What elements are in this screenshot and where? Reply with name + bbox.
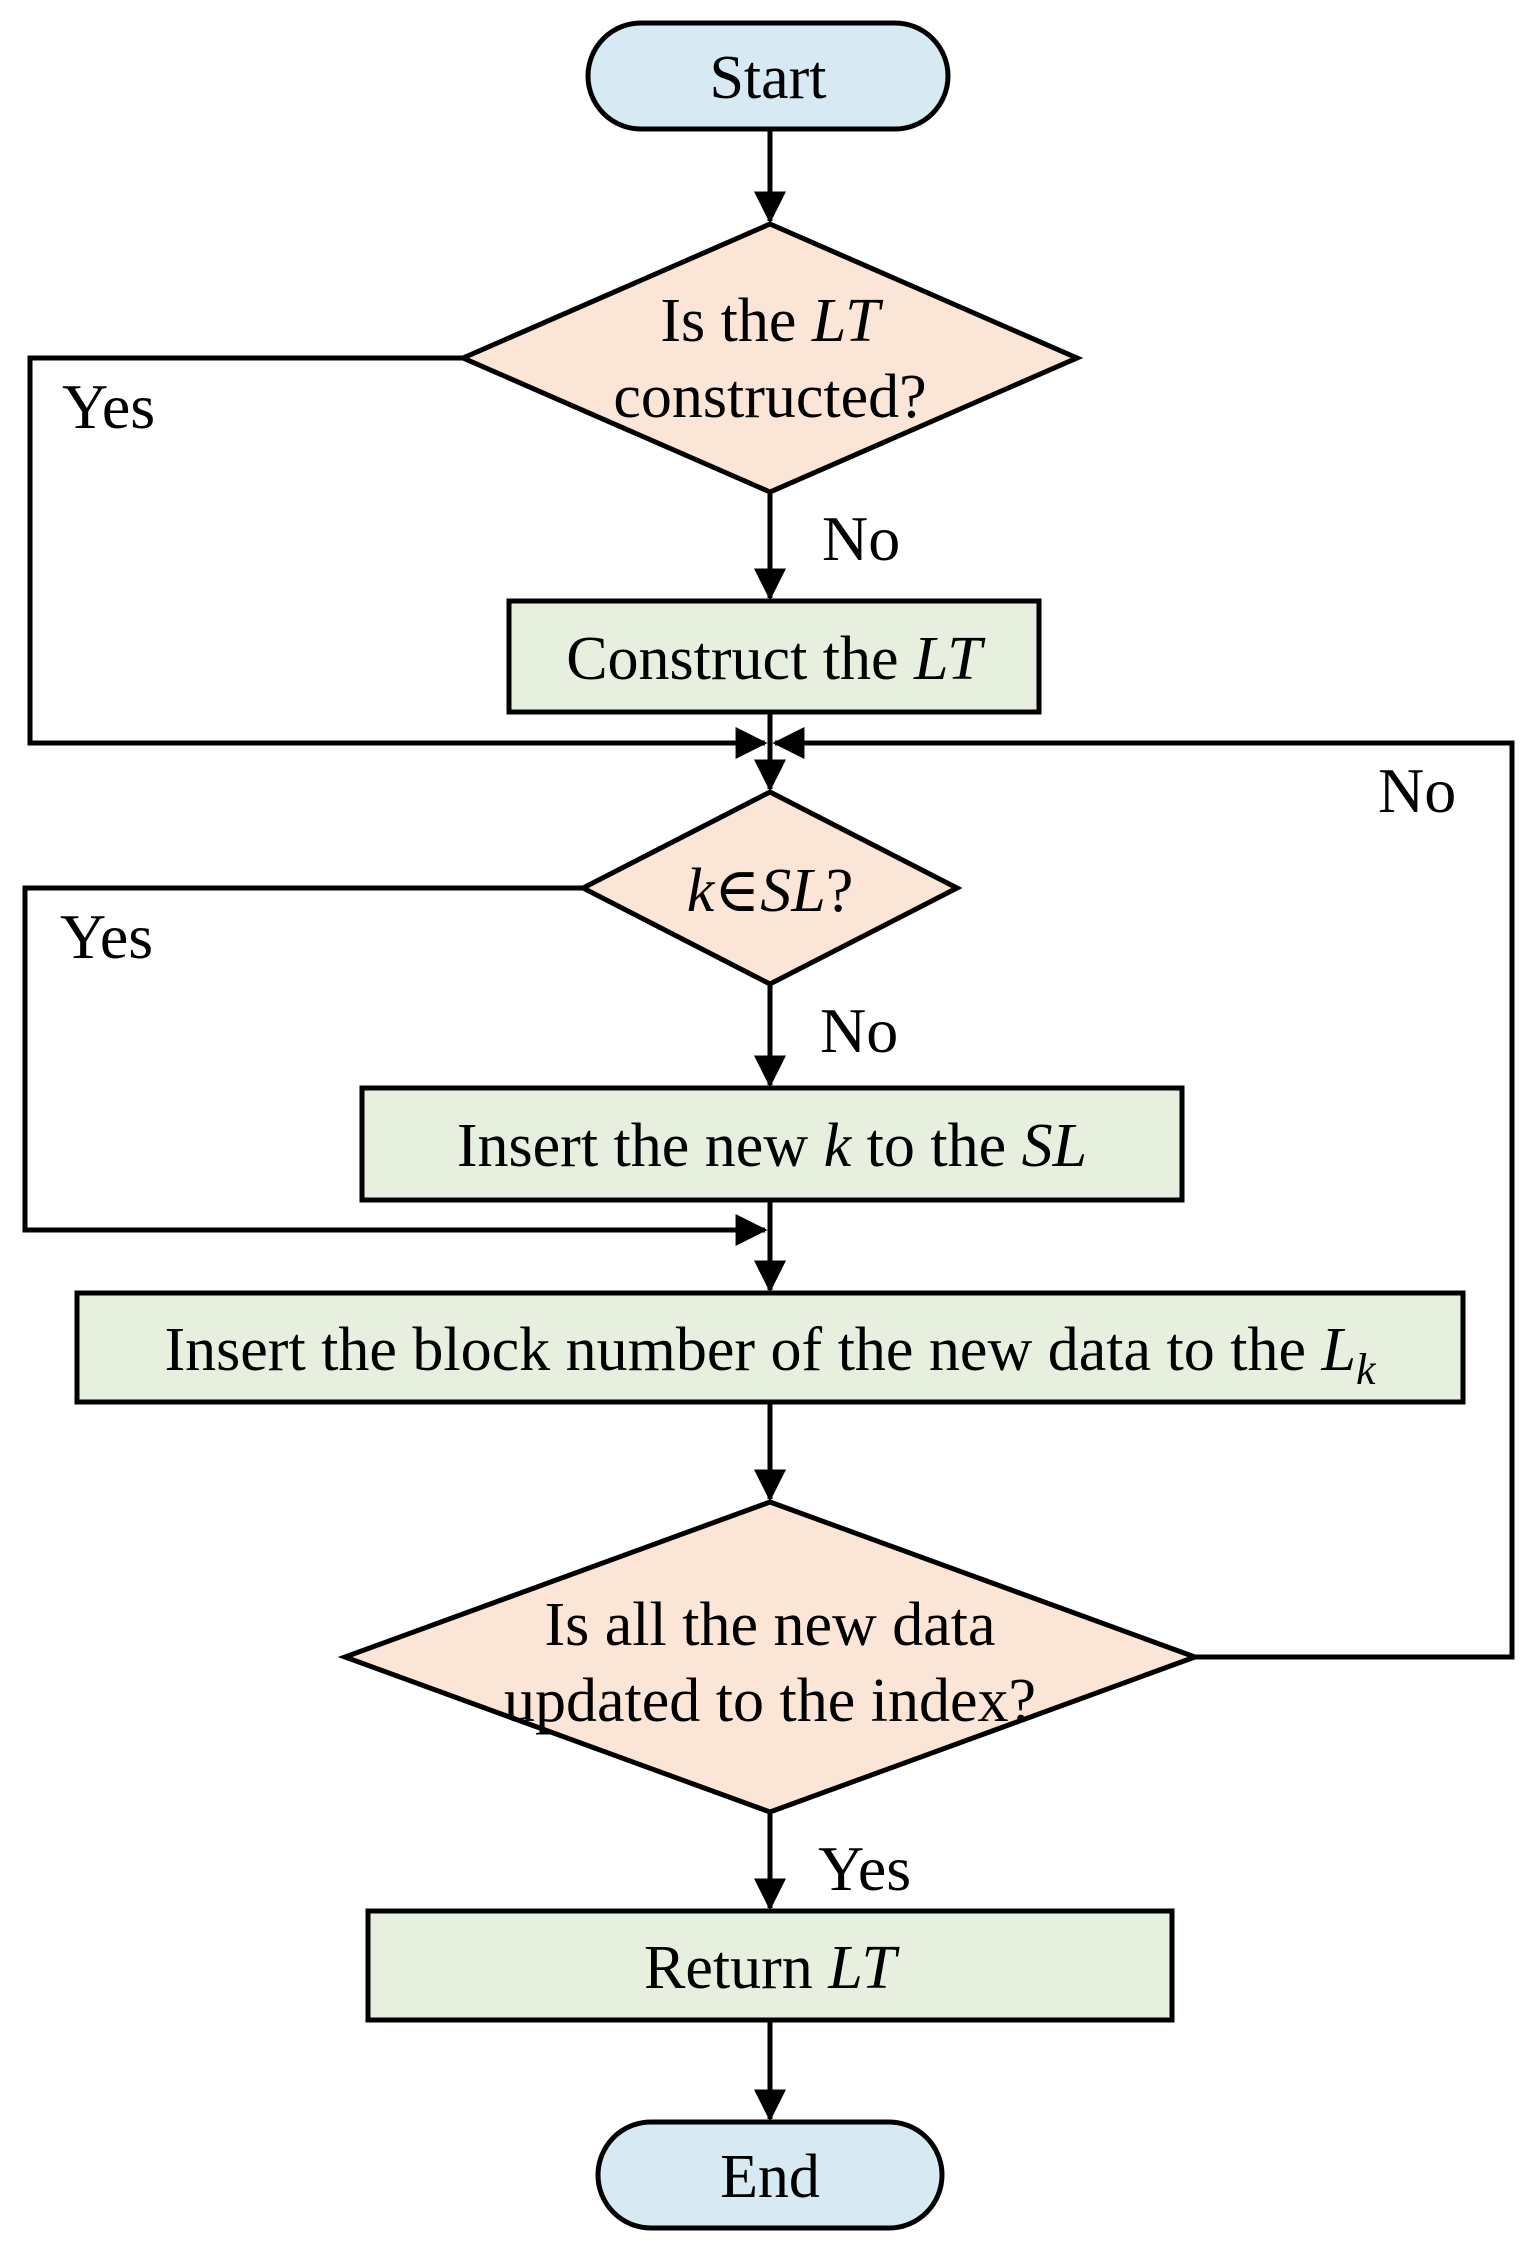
end-terminal	[595, 2119, 945, 2231]
label-yes-decision-lt: Yes	[62, 371, 155, 442]
decision-all-updated	[337, 1499, 1203, 1815]
decision-all-updated-line2: updated to the index?	[504, 1667, 1036, 1735]
decision-lt-line1: Is the LT	[660, 287, 884, 355]
end-label: End	[720, 2143, 820, 2211]
label-no-feedback: No	[1378, 755, 1456, 826]
construct-lt-label: Construct the LT	[566, 625, 986, 693]
decision-lt-constructed	[456, 221, 1084, 495]
insert-k-process	[359, 1085, 1185, 1203]
insert-block-process	[74, 1290, 1466, 1405]
return-lt-label: Return LT	[644, 1934, 900, 2002]
label-no-decision-k: No	[820, 995, 898, 1066]
decision-lt-line2: constructed?	[613, 363, 926, 431]
label-yes-decision-k: Yes	[60, 901, 153, 972]
edge-decision-k-yes-loop	[22, 885, 768, 1246]
insert-block-label: Insert the block number of the new data …	[165, 1316, 1377, 1394]
start-label: Start	[709, 44, 826, 112]
label-yes-decision-updated: Yes	[818, 1833, 911, 1904]
return-lt-process	[365, 1908, 1175, 2023]
insert-k-label: Insert the new k to the SL	[457, 1112, 1087, 1180]
label-no-decision-lt: No	[822, 503, 900, 574]
edge-decision-updated-no-feedback	[772, 727, 1515, 1660]
decision-k-in-sl	[577, 789, 963, 987]
start-terminal	[585, 20, 951, 132]
edge-decision-lt-yes-loop	[27, 355, 768, 759]
decision-all-updated-line1: Is all the new data	[544, 1591, 995, 1659]
construct-lt-process	[506, 598, 1042, 715]
decision-k-label: k∈SL?	[687, 857, 853, 925]
